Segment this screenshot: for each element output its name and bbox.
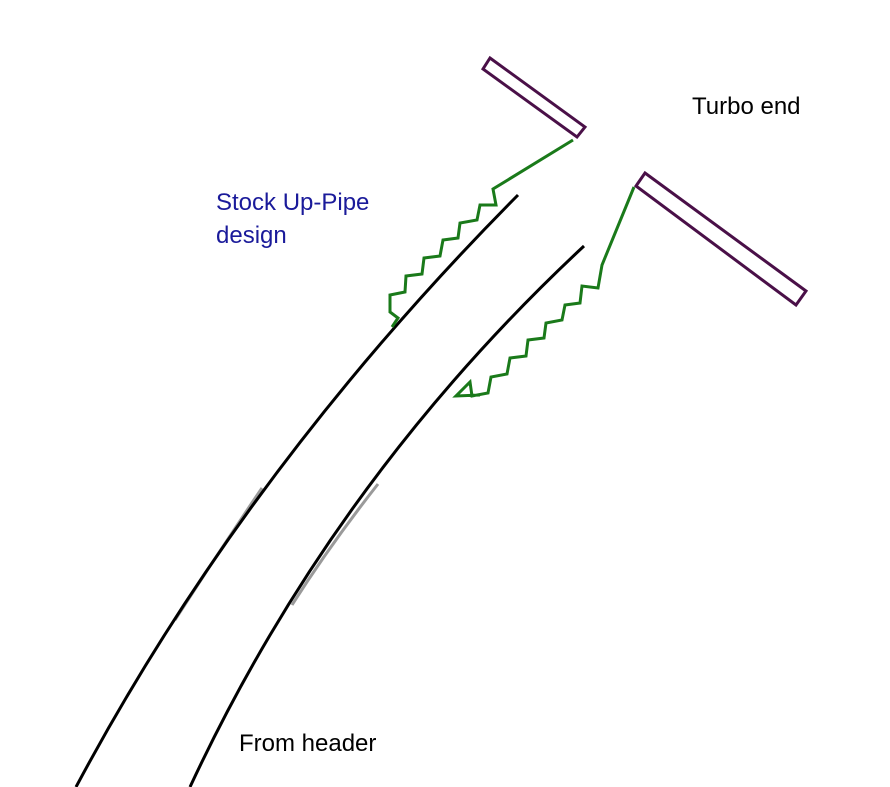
outer-pipe-wall bbox=[74, 193, 520, 787]
inner-pipe-wall bbox=[188, 244, 586, 787]
turbo-end-label: Turbo end bbox=[692, 93, 801, 120]
upper-turbo-flange bbox=[480, 55, 588, 140]
from-header-label: From header bbox=[239, 730, 377, 757]
inner-pipe-wall-faded bbox=[290, 483, 380, 606]
lower-bellows bbox=[452, 186, 636, 398]
upper-bellows bbox=[388, 138, 574, 328]
lower-turbo-flange bbox=[633, 170, 809, 308]
stock-up-pipe-label: Stock Up-Pipe design bbox=[216, 189, 370, 249]
